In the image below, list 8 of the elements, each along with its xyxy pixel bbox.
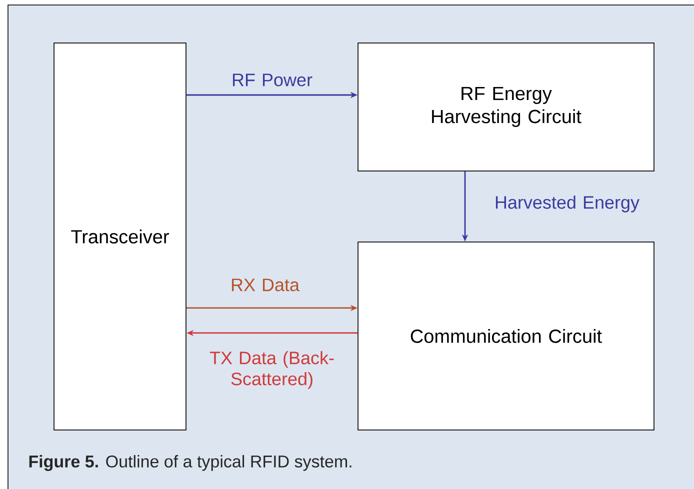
block-box: RF Energy Harvesting Circuit xyxy=(358,42,654,172)
block-box: Communication Circuit xyxy=(358,242,654,430)
block-box: Transceiver xyxy=(54,42,186,430)
edge-label: TX Data (Back-Scattered) xyxy=(210,351,334,389)
caption: Figure 5. Outline of a typical RFID system. xyxy=(29,455,352,471)
edge-label: RF Power xyxy=(232,74,312,86)
edge-label: RX Data xyxy=(232,278,300,292)
edge-label: Harvested Energy xyxy=(496,196,640,212)
